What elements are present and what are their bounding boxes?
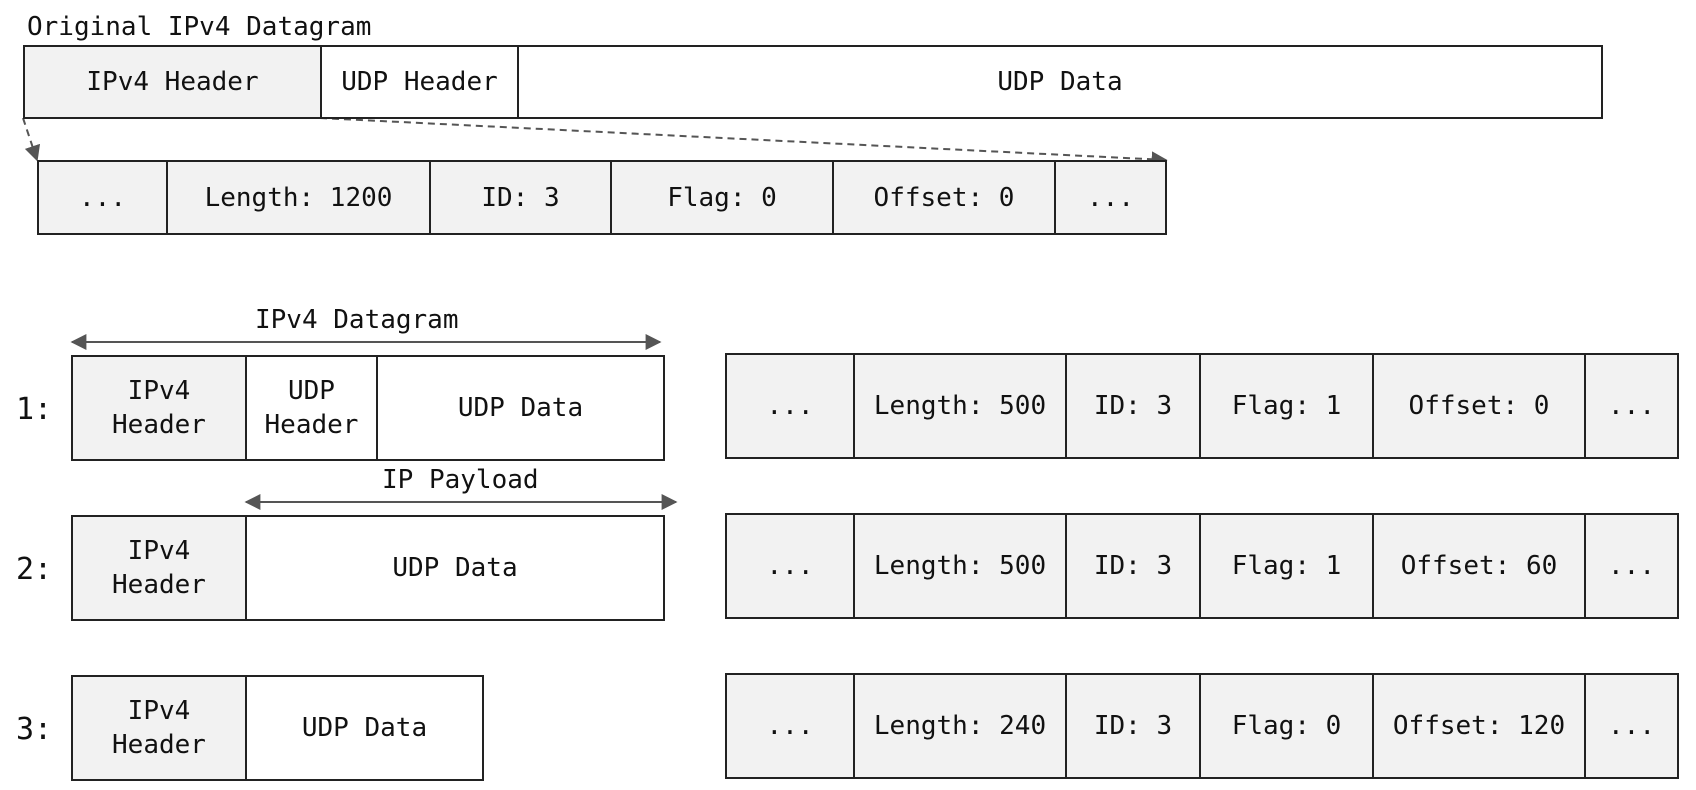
fragment-1-field-flag: Flag: 1: [1201, 355, 1374, 457]
field-ellipsis-end: ...: [1087, 182, 1134, 213]
fragment-1-udp-header: UDP Header: [247, 357, 378, 459]
original-ipv4-header: IPv4 Header: [25, 47, 322, 117]
original-udp-header: UDP Header: [322, 47, 519, 117]
fragment-2-field-ellipsis-end: ...: [1608, 551, 1655, 581]
original-title: Original IPv4 Datagram: [27, 12, 372, 42]
fragment-3-udp-data: UDP Data: [247, 677, 482, 779]
fragment-1-field-id: ID: 3: [1067, 355, 1201, 457]
fragment-1-field-length: Length: 500: [855, 355, 1067, 457]
fragment-2-label: 2:: [16, 552, 53, 587]
fragment-3-field-length: Length: 240: [855, 675, 1067, 777]
fragment-3-field-ellipsis-end: ...: [1608, 711, 1655, 741]
fragment-1-label: 1:: [16, 392, 53, 427]
fragment-2-datagram: IPv4 Header UDP Data: [71, 515, 665, 621]
fragment-2-field-length: Length: 500: [855, 515, 1067, 617]
field-length: Length: 1200: [168, 162, 431, 233]
fragment-1-field-offset: Offset: 0: [1374, 355, 1586, 457]
datagram-span-label: IPv4 Datagram: [255, 305, 459, 335]
field-id: ID: 3: [431, 162, 612, 233]
fragment-1-udp-data: UDP Data: [378, 357, 663, 459]
original-header-fields: ... Length: 1200 ID: 3 Flag: 0 Offset: 0…: [37, 160, 1167, 235]
fragment-3-label: 3:: [16, 712, 53, 747]
expand-arrow-left: [22, 117, 41, 162]
payload-span-label: IP Payload: [382, 465, 539, 495]
fragment-2-field-id: ID: 3: [1067, 515, 1201, 617]
fragment-3-field-flag: Flag: 0: [1201, 675, 1374, 777]
fragment-3-datagram: IPv4 Header UDP Data: [71, 675, 484, 781]
field-offset: Offset: 0: [834, 162, 1056, 233]
field-ellipsis-start: ...: [39, 162, 168, 233]
field-flag: Flag: 0: [612, 162, 834, 233]
fragment-3-field-id: ID: 3: [1067, 675, 1201, 777]
expand-arrow-right: [319, 117, 1168, 168]
fragment-1-header-fields: ... Length: 500 ID: 3 Flag: 1 Offset: 0 …: [725, 353, 1679, 459]
fragment-1-datagram: IPv4 Header UDP Header UDP Data: [71, 355, 665, 461]
fragment-3-field-ellipsis-start: ...: [727, 675, 855, 777]
fragment-2-field-offset: Offset: 60: [1374, 515, 1586, 617]
fragment-2-field-ellipsis-start: ...: [727, 515, 855, 617]
fragment-2-ipv4-header: IPv4 Header: [73, 517, 247, 619]
fragment-3-ipv4-header: IPv4 Header: [73, 677, 247, 779]
fragment-2-header-fields: ... Length: 500 ID: 3 Flag: 1 Offset: 60…: [725, 513, 1679, 619]
fragment-1-field-ellipsis-start: ...: [727, 355, 855, 457]
fragment-1-ipv4-header: IPv4 Header: [73, 357, 247, 459]
fragment-3-header-fields: ... Length: 240 ID: 3 Flag: 0 Offset: 12…: [725, 673, 1679, 779]
fragment-1-field-ellipsis-end: ...: [1608, 391, 1655, 421]
original-udp-data: UDP Data: [519, 47, 1601, 117]
fragment-2-udp-data: UDP Data: [247, 517, 663, 619]
original-datagram: IPv4 Header UDP Header UDP Data: [23, 45, 1603, 119]
fragment-3-field-offset: Offset: 120: [1374, 675, 1586, 777]
fragment-2-field-flag: Flag: 1: [1201, 515, 1374, 617]
